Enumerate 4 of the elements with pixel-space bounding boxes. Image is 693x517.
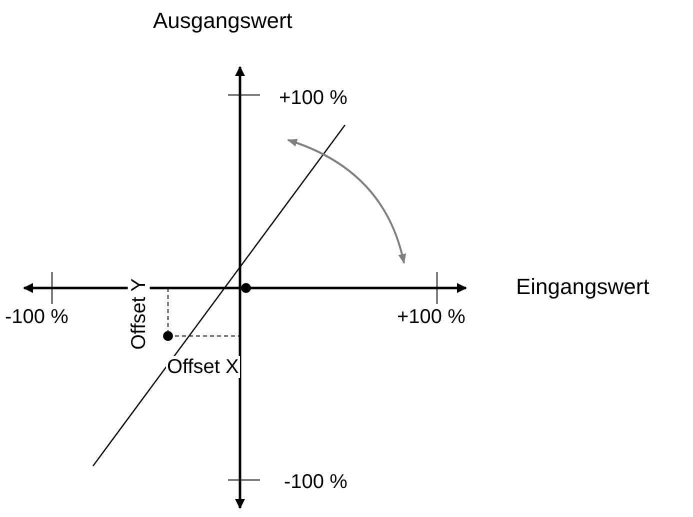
axis-label: Ausgangswert (152, 10, 294, 32)
offset-label: Offset Y (128, 277, 150, 351)
axis-label: Eingangswert (515, 276, 650, 298)
offset-label: Offset X (166, 356, 240, 378)
